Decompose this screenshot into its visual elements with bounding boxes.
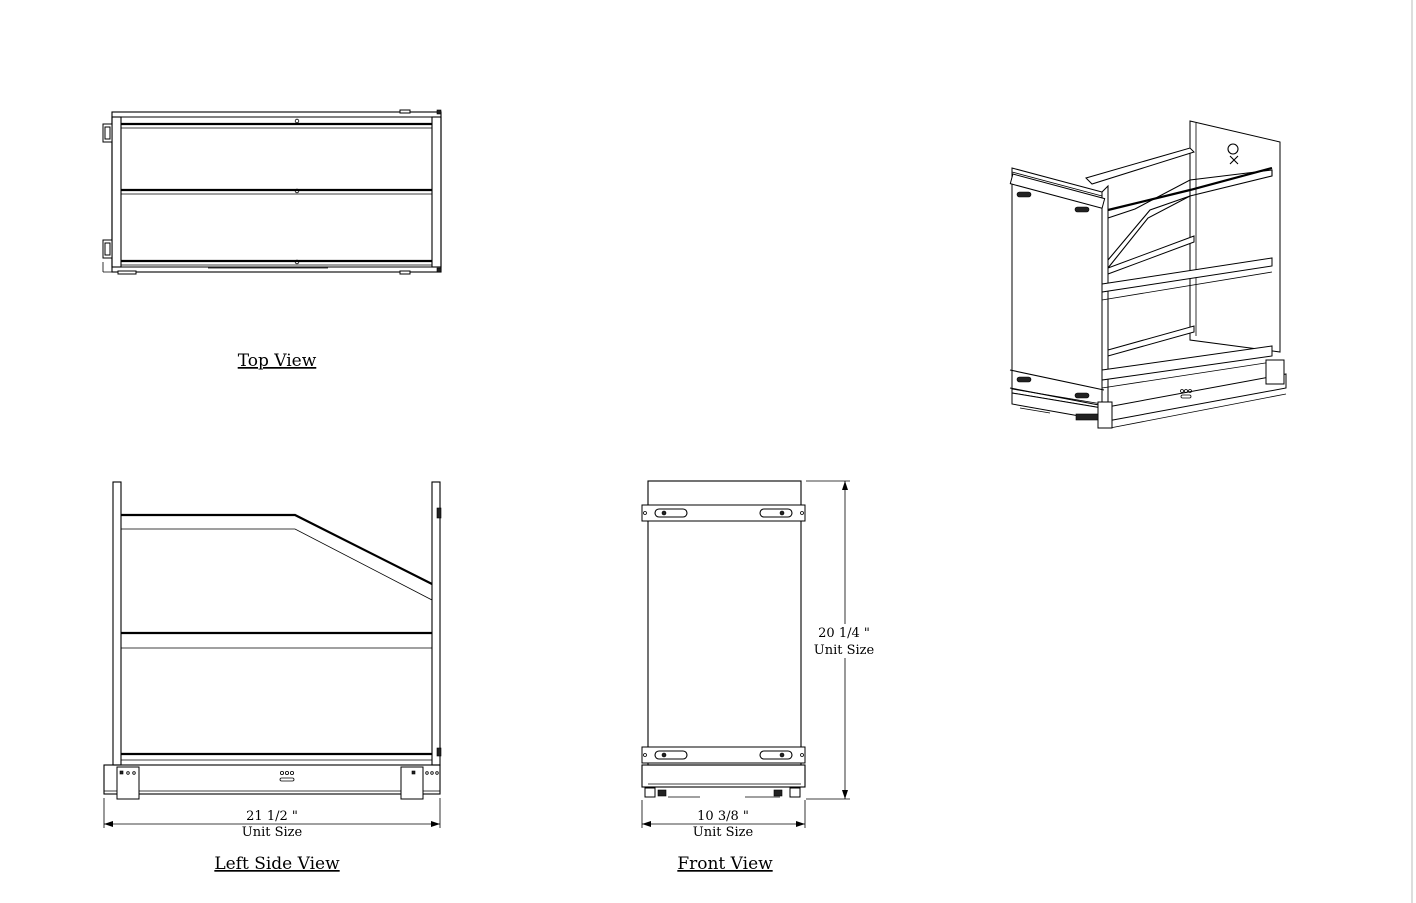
top-view-drawing xyxy=(102,109,442,275)
front-width-dimension-value: 10 3/8 " xyxy=(697,809,749,824)
left-width-dimension-value: 21 1/2 " xyxy=(246,809,298,824)
front-height-dimension-note: Unit Size xyxy=(814,643,875,658)
isometric-view-drawing xyxy=(1009,120,1287,429)
top-view-title: Top View xyxy=(238,351,317,371)
left-side-view-drawing xyxy=(103,481,442,828)
front-view-drawing xyxy=(641,480,850,828)
front-view-title: Front View xyxy=(677,854,773,874)
left-width-dimension-note: Unit Size xyxy=(242,825,303,840)
front-width-dimension-note: Unit Size xyxy=(693,825,754,840)
front-height-dimension-value: 20 1/4 " xyxy=(818,626,870,641)
left-side-view-title: Left Side View xyxy=(214,854,340,874)
